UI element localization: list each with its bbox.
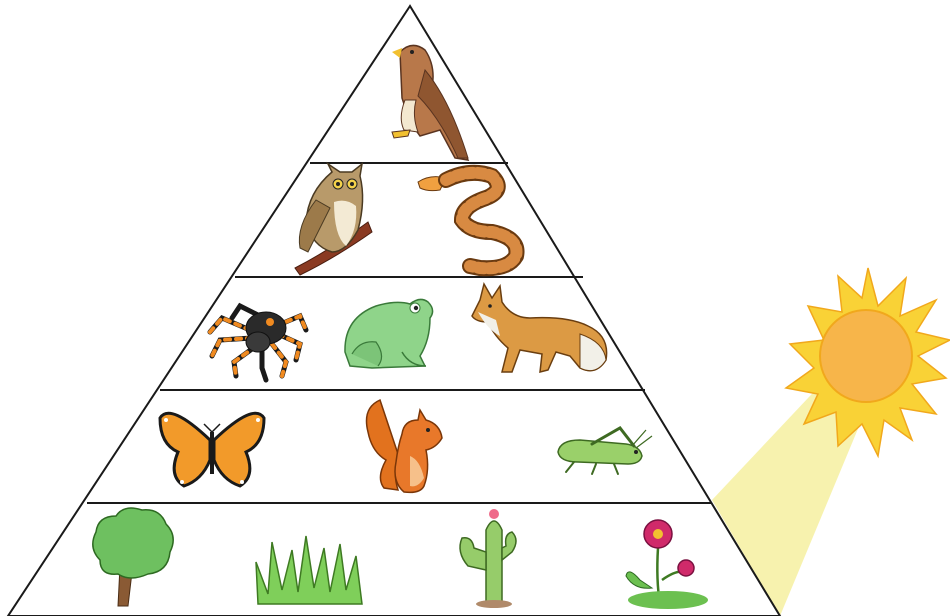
sun-core <box>820 310 912 402</box>
